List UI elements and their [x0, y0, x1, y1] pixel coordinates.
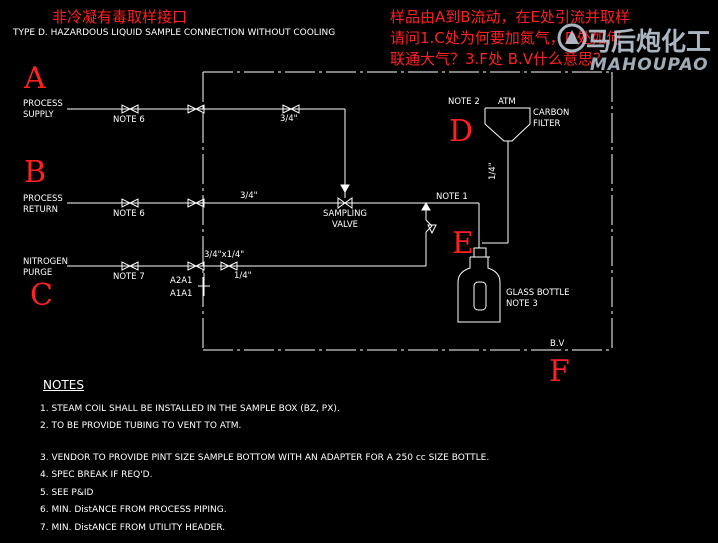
watermark-text-en: MAHOUPAO — [590, 55, 709, 75]
note-item-4: 4. SPEC BREAK IF REQ'D. — [40, 470, 153, 480]
size-top-label: 3/4" — [280, 114, 298, 124]
title-chinese: 非冷凝有毒取样接口 — [52, 8, 188, 26]
valve-c2 — [187, 261, 205, 271]
note1-label: NOTE 1 — [436, 192, 468, 202]
note-item-6: 6. MIN. DistANCE FROM PROCESS PIPING. — [40, 505, 227, 515]
valve-c1 — [121, 261, 139, 271]
note3-label: NOTE 3 — [506, 299, 538, 309]
note-item-2: 2. TO BE PROVIDE TUBING TO VENT TO ATM. — [40, 421, 242, 431]
quarter-size-label: 1/4" — [234, 271, 252, 281]
note7-label: NOTE 7 — [113, 272, 145, 282]
note-item-3: 3. VENDOR TO PROVIDE PINT SIZE SAMPLE BO… — [40, 453, 490, 463]
carbon-filter — [484, 107, 531, 142]
question-line-3: 联通大气？3.F处 B.V什么意思？ — [390, 50, 609, 68]
note-item-5: 5. SEE P&ID — [40, 488, 94, 498]
watermark-text-cn: 马后炮化工 — [586, 27, 712, 56]
size-mid-label: 3/4" — [240, 191, 258, 201]
valve-a1 — [121, 104, 139, 114]
watermark-logo: 马后炮化工 MAHOUPAO — [556, 22, 716, 78]
vertical-size-label: 1/4" — [488, 162, 498, 180]
process-supply-line — [67, 108, 350, 194]
note-item-7: 7. MIN. DistANCE FROM UTILITY HEADER. — [40, 523, 226, 533]
note2-label: NOTE 2 — [448, 97, 480, 107]
notes-title: NOTES — [43, 378, 84, 392]
process-return-label: PROCESS RETURN — [23, 194, 63, 215]
atm-label: ATM — [498, 97, 516, 107]
note-item-1: 1. STEAM COIL SHALL BE INSTALLED IN THE … — [40, 404, 340, 414]
glass-bottle-label: GLASS BOTTLE — [506, 288, 570, 298]
watermark-icon — [557, 23, 587, 53]
valve-a2 — [187, 104, 205, 114]
bv-label: B.V — [550, 339, 565, 349]
question-line-2: 请问1.C处为何要加氮气，D处如何 — [390, 29, 622, 47]
process-supply-label: PROCESS SUPPLY — [23, 99, 63, 120]
nitrogen-purge-line — [67, 201, 437, 267]
question-line-1: 样品由A到B流动，在E处引流并取样 — [390, 8, 631, 26]
vent-line — [482, 141, 509, 244]
note6-mid-label: NOTE 6 — [113, 209, 145, 219]
valve-a3 — [282, 104, 300, 114]
title-english: TYPE D. HAZARDOUS LIQUID SAMPLE CONNECTI… — [13, 28, 336, 38]
note6-top-label: NOTE 6 — [113, 115, 145, 125]
sampling-valve-symbol — [337, 192, 353, 209]
point-label-a: A — [24, 61, 46, 96]
point-label-c: C — [30, 278, 53, 313]
valve-b2 — [187, 198, 205, 208]
valve-b1 — [121, 198, 139, 208]
sampling-valve-label: SAMPLING VALVE — [323, 209, 368, 230]
point-label-b: B — [24, 155, 47, 190]
valve-c3 — [220, 261, 238, 271]
process-return-line — [67, 202, 480, 248]
carbon-filter-label: CARBON FILTER — [533, 108, 570, 129]
point-label-f: F — [549, 354, 570, 389]
sample-box-boundary — [202, 71, 613, 351]
point-label-e: E — [452, 226, 474, 261]
reducer-size-label: 3/4"x1/4" — [204, 250, 245, 260]
point-label-d: D — [449, 114, 474, 149]
glass-bottle — [457, 247, 501, 323]
a2a1-label: A2A1 — [170, 276, 193, 286]
a1a1-label: A1A1 — [170, 289, 193, 299]
nitrogen-purge-label: NITROGEN PURGE — [23, 257, 68, 278]
